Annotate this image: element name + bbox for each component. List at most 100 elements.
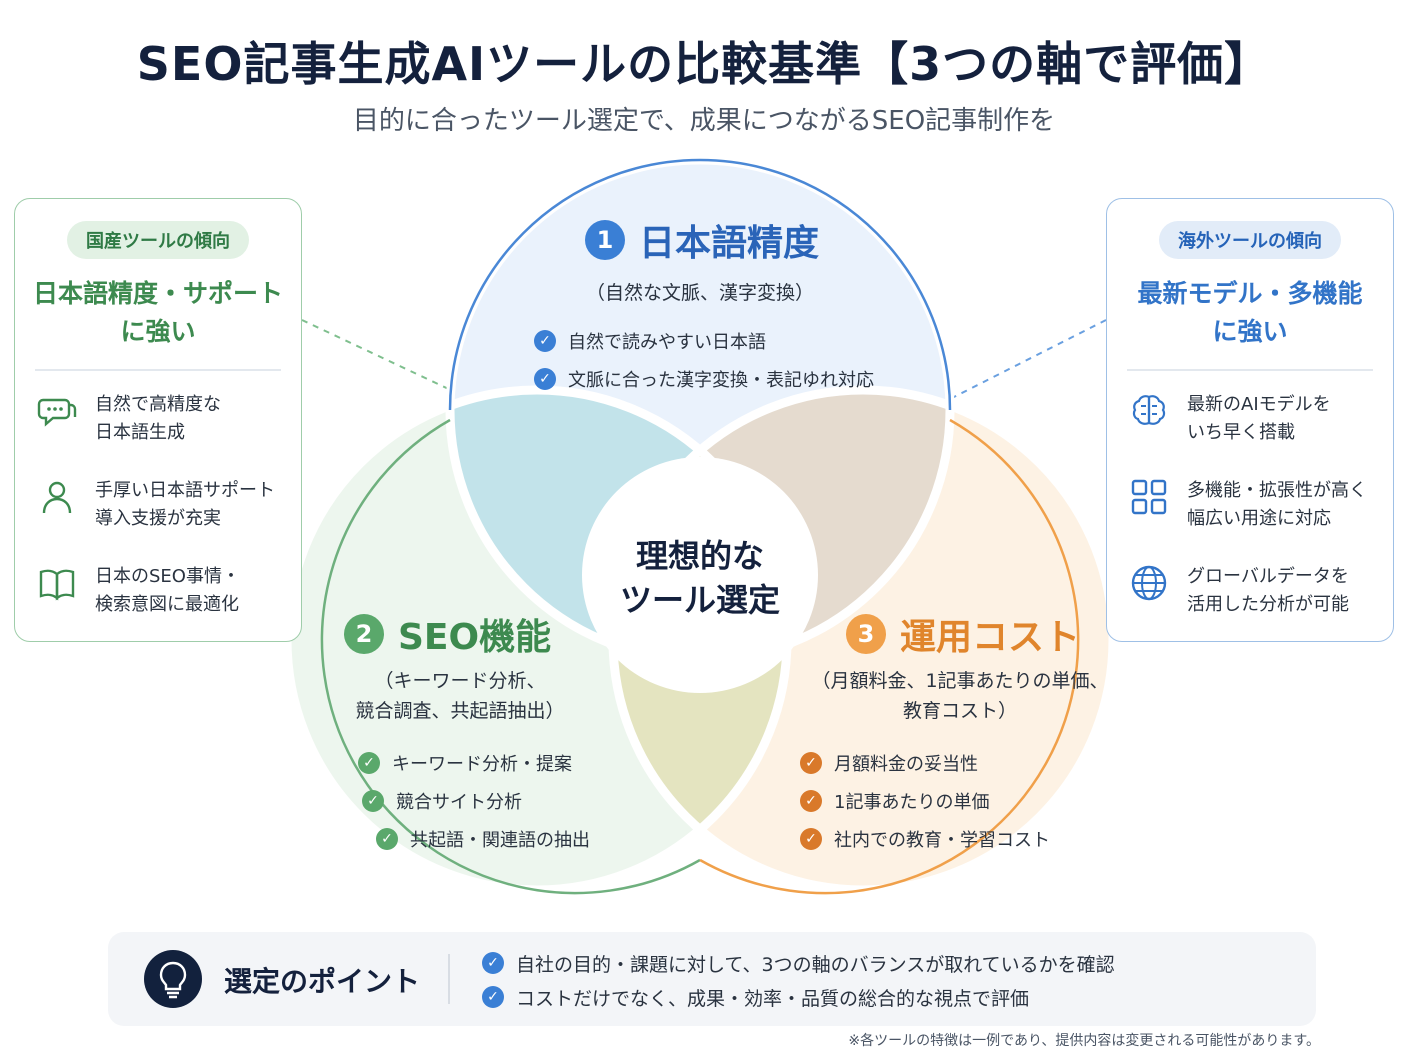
overseas-feature-3-line2: 活用した分析が可能: [1187, 594, 1349, 615]
overseas-feature-1-line1: 最新のAIモデルを: [1187, 394, 1331, 415]
circle-cost-subtitle: （月額料金、1記事あたりの単価、 教育コスト）: [800, 666, 1120, 726]
check-label: キーワード分析・提案: [392, 754, 572, 775]
circle-cost-subtitle-line2: 教育コスト）: [902, 700, 1017, 722]
check-icon: ✓: [482, 986, 504, 1008]
list-item: ✓ 文脈に合った漢字変換・表記ゆれ対応: [534, 360, 874, 398]
overseas-feature-2-line1: 多機能・拡張性が高く: [1187, 480, 1367, 501]
domestic-heading-line1: 日本語精度・サポート: [32, 279, 283, 308]
point-text: 自社の目的・課題に対して、3つの軸のバランスが取れているかを確認: [516, 953, 1115, 976]
circle-cost-subtitle-line1: （月額料金、1記事あたりの単価、: [811, 670, 1109, 692]
selection-point-list: ✓ 自社の目的・課題に対して、3つの軸のバランスが取れているかを確認 ✓ コストだけ…: [482, 946, 1115, 1014]
lightbulb-icon-wrap: [144, 950, 202, 1008]
center-label-line2: ツール選定: [619, 581, 780, 619]
domestic-feature-3: 日本のSEO事情・ 検索意図に最適化: [37, 563, 291, 619]
check-label: 月額料金の妥当性: [834, 754, 978, 775]
overseas-tools-card: 海外ツールの傾向 最新モデル・多機能 に強い 最新のAIモデルを いち早く搭載 …: [1106, 198, 1394, 642]
overseas-feature-2-line2: 幅広い用途に対応: [1187, 508, 1331, 529]
circle-japanese-checklist: ✓ 自然で読みやすい日本語 ✓ 文脈に合った漢字変換・表記ゆれ対応: [534, 322, 874, 398]
check-label: 文脈に合った漢字変換・表記ゆれ対応: [568, 370, 874, 391]
circle-seo-number: 2: [344, 614, 384, 654]
circle-seo-subtitle-line2: 競合調査、共起語抽出）: [355, 700, 565, 722]
circle-cost-label: 運用コスト: [900, 617, 1081, 658]
check-icon: ✓: [376, 828, 398, 850]
domestic-feature-2-line1: 手厚い日本語サポート: [95, 480, 275, 501]
check-icon: ✓: [358, 752, 380, 774]
circle-japanese-subtitle: （自然な文脈、漢字変換）: [585, 282, 814, 304]
list-item: ✓ 社内での教育・学習コスト: [800, 820, 1050, 858]
domestic-tools-pill: 国産ツールの傾向: [67, 221, 249, 259]
check-label: 自然で読みやすい日本語: [568, 332, 766, 353]
overseas-tools-heading: 最新モデル・多機能 に強い: [1107, 275, 1393, 351]
center-hub: [582, 457, 818, 693]
domestic-tools-heading: 日本語精度・サポート に強い: [15, 275, 301, 351]
circle-seo-subtitle-line1: （キーワード分析、: [374, 670, 546, 692]
circle-seo-subtitle: （キーワード分析、 競合調査、共起語抽出）: [310, 666, 610, 726]
overseas-feature-3: グローバルデータを 活用した分析が可能: [1129, 563, 1383, 619]
center-label: 理想的な ツール選定: [590, 534, 810, 622]
check-icon: ✓: [362, 790, 384, 812]
circle-seo-label: SEO機能: [398, 617, 552, 658]
circle-seo-checklist: ✓ キーワード分析・提案 ✓ 競合サイト分析 ✓ 共起語・関連語の抽出: [358, 744, 590, 858]
list-item: ✓ キーワード分析・提案: [358, 744, 590, 782]
domestic-heading-line2: に強い: [120, 317, 196, 346]
circle-seo-outline: [320, 418, 701, 895]
right-connector-line: [947, 319, 1107, 401]
check-label: 共起語・関連語の抽出: [410, 830, 590, 851]
domestic-feature-1-line2: 日本語生成: [95, 422, 185, 443]
domestic-feature-1: 自然で高精度な 日本語生成: [37, 391, 291, 447]
lightbulb-icon: [159, 961, 187, 999]
chat-bubble-icon: [37, 398, 77, 427]
check-label: 1記事あたりの単価: [834, 792, 990, 813]
check-icon: ✓: [482, 952, 504, 974]
book-icon: [39, 569, 75, 601]
overseas-feature-1-line2: いち早く搭載: [1187, 422, 1295, 443]
list-item: ✓ 自然で読みやすい日本語: [534, 322, 874, 360]
domestic-feature-1-line1: 自然で高精度な: [95, 394, 221, 415]
check-icon: ✓: [800, 790, 822, 812]
overseas-divider: [1127, 369, 1373, 371]
selection-point-divider: [448, 954, 450, 1004]
overseas-heading-line1: 最新モデル・多機能: [1137, 279, 1363, 308]
domestic-feature-3-line1: 日本のSEO事情・: [95, 566, 240, 587]
check-label: 社内での教育・学習コスト: [834, 830, 1050, 851]
check-label: 競合サイト分析: [396, 792, 522, 813]
list-item: ✓ 1記事あたりの単価: [800, 782, 1050, 820]
center-label-line1: 理想的な: [635, 537, 764, 575]
footnote: ※各ツールの特徴は一例であり、提供内容は変更される可能性があります。: [848, 1033, 1320, 1049]
list-item: ✓ 自社の目的・課題に対して、3つの軸のバランスが取れているかを確認: [482, 946, 1115, 980]
circle-cost-outline: [699, 418, 1080, 895]
circle-japanese-outline: [448, 158, 952, 411]
list-item: ✓ 競合サイト分析: [362, 782, 590, 820]
overseas-feature-3-line1: グローバルデータを: [1187, 566, 1349, 587]
check-icon: ✓: [534, 368, 556, 390]
circle-seo-title: 2 SEO機能: [344, 608, 551, 660]
overseas-feature-1: 最新のAIモデルを いち早く搭載: [1129, 391, 1383, 447]
check-icon: ✓: [534, 330, 556, 352]
page-subtitle: 目的に合ったツール選定で、成果につながるSEO記事制作を: [352, 106, 1056, 136]
domestic-divider: [35, 369, 281, 371]
grid-icon: [1131, 479, 1167, 515]
brain-icon: [1132, 395, 1166, 425]
overseas-tools-pill: 海外ツールの傾向: [1159, 221, 1341, 259]
person-icon: [42, 481, 72, 514]
overseas-heading-line2: に強い: [1212, 317, 1288, 346]
circle-cost-number: 3: [846, 614, 886, 654]
circle-japanese-label: 日本語精度: [639, 223, 820, 264]
list-item: ✓ 月額料金の妥当性: [800, 744, 1050, 782]
circle-cost-checklist: ✓ 月額料金の妥当性 ✓ 1記事あたりの単価 ✓ 社内での教育・学習コスト: [800, 744, 1050, 858]
check-icon: ✓: [800, 828, 822, 850]
globe-icon: [1131, 565, 1167, 601]
check-icon: ✓: [800, 752, 822, 774]
selection-point-title: 選定のポイント: [224, 965, 421, 998]
list-item: ✓ 共起語・関連語の抽出: [376, 820, 590, 858]
domestic-feature-2-line2: 導入支援が充実: [95, 508, 221, 529]
domestic-feature-2: 手厚い日本語サポート 導入支援が充実: [37, 477, 291, 533]
page-title: SEO記事生成AIツールの比較基準【3つの軸で評価】: [136, 37, 1272, 91]
circle-cost-title: 3 運用コスト: [846, 608, 1080, 660]
domestic-tools-card: 国産ツールの傾向 日本語精度・サポート に強い 自然で高精度な 日本語生成 手厚…: [14, 198, 302, 642]
selection-point-box: 選定のポイント ✓ 自社の目的・課題に対して、3つの軸のバランスが取れているかを確…: [108, 932, 1316, 1026]
circle-japanese-title: 1 日本語精度: [585, 214, 819, 266]
overseas-feature-2: 多機能・拡張性が高く 幅広い用途に対応: [1129, 477, 1383, 533]
circle-japanese-number: 1: [585, 220, 625, 260]
point-text: コストだけでなく、成果・効率・品質の総合的な視点で評価: [516, 987, 1030, 1010]
